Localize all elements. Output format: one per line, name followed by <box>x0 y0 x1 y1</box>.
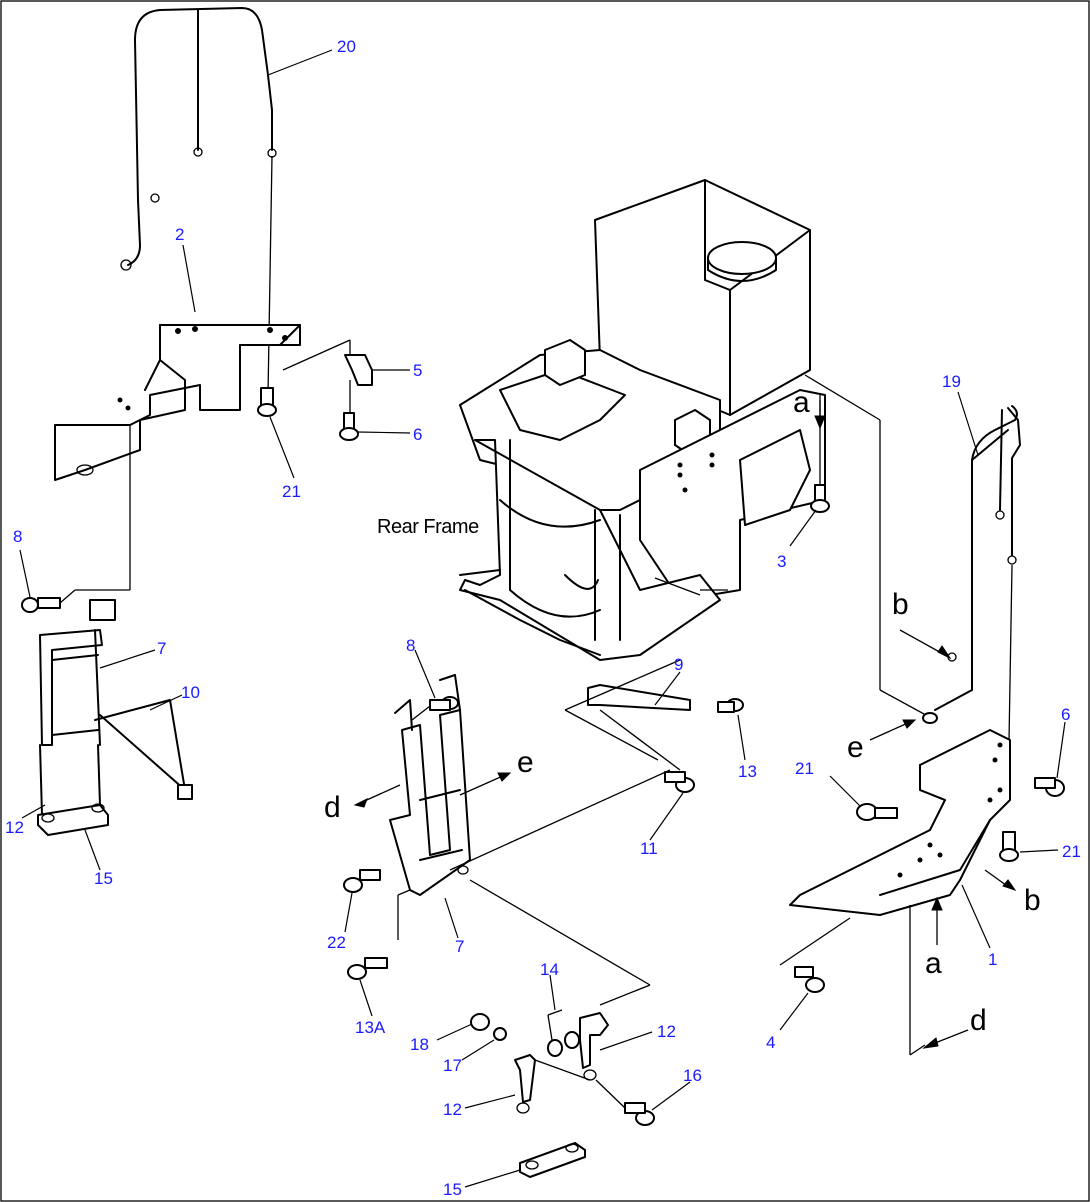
callout-18: 18 <box>410 1035 429 1054</box>
callout-5: 5 <box>413 361 422 380</box>
part-11-bolt <box>664 771 695 793</box>
callout-8-left: 8 <box>13 527 22 546</box>
connection-letter-d-right: d <box>970 1004 987 1037</box>
part-8-bolt-centre <box>411 696 459 721</box>
callout-20: 20 <box>337 37 356 56</box>
part-21-bolt-top <box>257 387 277 417</box>
part-21-bolt-lower <box>999 831 1019 862</box>
rear-frame: Rear Frame <box>377 179 936 721</box>
part-8-bolt-left <box>21 589 76 613</box>
callout-12-bottom: 12 <box>443 1100 462 1119</box>
connection-letter-e-centre: e <box>517 746 534 779</box>
part-6-bolt-top <box>339 412 359 441</box>
part-3-bolt <box>810 400 830 513</box>
part-21-bolt-right <box>856 803 898 821</box>
callout-17: 17 <box>443 1056 462 1075</box>
part-20-pipe <box>120 7 277 396</box>
callout-13: 13 <box>738 762 757 781</box>
part-5-clip <box>282 339 373 415</box>
connection-letter-a-top: a <box>793 386 810 419</box>
part-13-bolt <box>717 698 744 713</box>
callout-6-right: 6 <box>1061 705 1070 724</box>
connection-arrows <box>353 395 1017 1049</box>
part-1-bracket <box>779 729 1011 1056</box>
callout-21-lower: 21 <box>1062 842 1081 861</box>
callout-10: 10 <box>181 683 200 702</box>
callout-13a: 13A <box>355 1018 386 1037</box>
rear-frame-label: Rear Frame <box>377 516 479 538</box>
connection-letter-b-bottom: b <box>1024 884 1041 917</box>
lower-linkage-cluster <box>470 1009 655 1126</box>
callout-7-centre: 7 <box>455 937 464 956</box>
part-7-frame-centre <box>389 674 651 1006</box>
callout-8-centre: 8 <box>406 636 415 655</box>
callout-1: 1 <box>988 950 997 969</box>
callout-16: 16 <box>683 1066 702 1085</box>
part-22-bolt <box>343 869 381 893</box>
callout-11: 11 <box>640 839 658 858</box>
callout-leaders <box>19 49 1066 1188</box>
connection-letter-d-centre: d <box>324 791 341 824</box>
callout-19: 19 <box>942 372 961 391</box>
part-15-block-left <box>37 803 109 836</box>
callout-22: 22 <box>327 933 346 952</box>
callout-14: 14 <box>540 960 559 979</box>
part-10-rod <box>94 699 193 800</box>
part-13a-bolt <box>347 957 388 980</box>
part-9-arm <box>449 659 691 871</box>
callout-12-right: 12 <box>657 1022 676 1041</box>
part-7-frame-left <box>39 589 130 816</box>
connection-letter-b-top: b <box>892 588 909 621</box>
callout-15-left: 15 <box>94 869 113 888</box>
callout-9: 9 <box>674 655 683 674</box>
connection-letter-e-right: e <box>847 731 864 764</box>
callout-4: 4 <box>766 1033 775 1052</box>
callout-21-right: 21 <box>795 759 814 778</box>
part-15-block-bottom <box>519 1142 586 1178</box>
part-2-bracket <box>54 324 301 590</box>
part-6-bolt-right <box>1034 777 1065 797</box>
callout-2: 2 <box>175 225 184 244</box>
callout-6-top: 6 <box>413 425 422 444</box>
callout-15-bottom: 15 <box>443 1180 462 1199</box>
callout-7-left: 7 <box>157 639 166 658</box>
callout-3: 3 <box>777 552 786 571</box>
part-4-bolt <box>794 966 825 993</box>
connection-letter-a-bottom: a <box>925 947 942 980</box>
callout-12-left: 12 <box>5 818 24 837</box>
callout-21-top: 21 <box>282 482 301 501</box>
